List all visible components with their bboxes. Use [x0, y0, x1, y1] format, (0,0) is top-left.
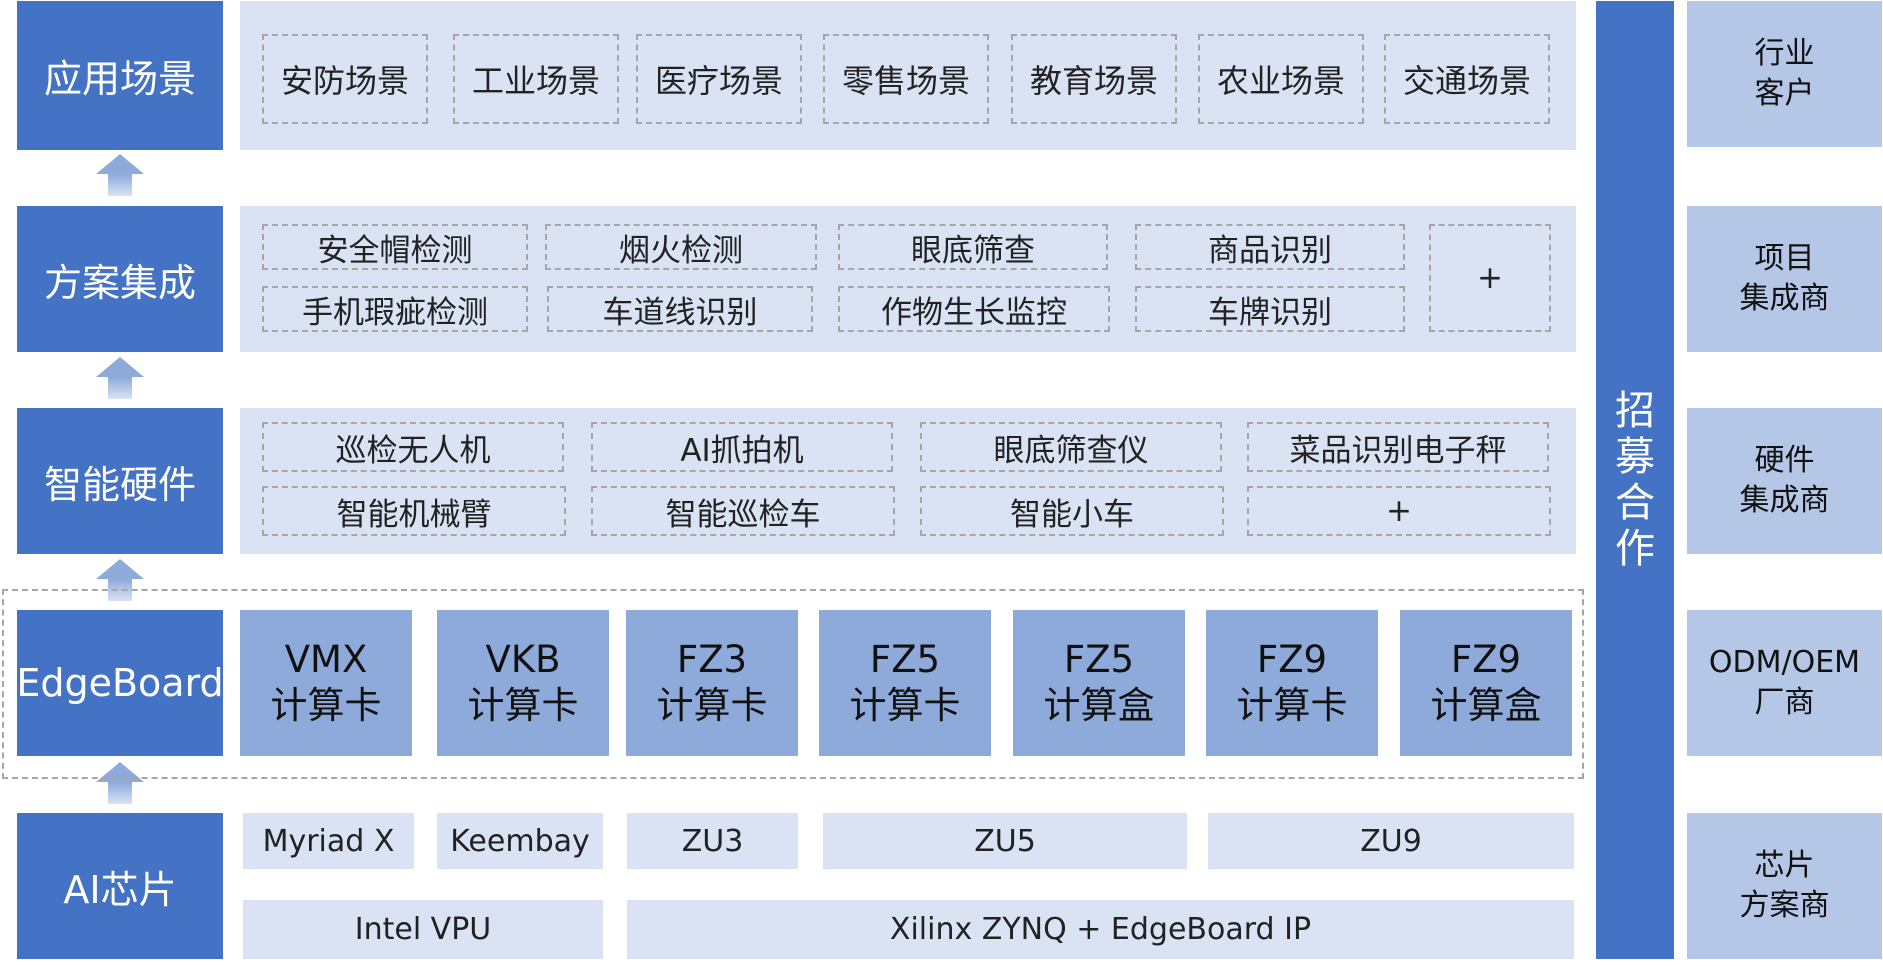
partner-hardware-integrator: 硬件集成商: [1687, 408, 1882, 554]
solutions-panel: 安全帽检测 烟火检测 眼底筛查 商品识别 手机瑕疵检测 车道线识别 作物生长监控…: [240, 206, 1576, 352]
hardware-item: 智能巡检车: [591, 486, 895, 536]
scenes-panel: 安防场景 工业场景 医疗场景 零售场景 教育场景 农业场景 交通场景: [240, 1, 1576, 150]
recruit-cooperation-bar: 招 募 合 作: [1596, 1, 1674, 959]
solution-more: +: [1429, 224, 1551, 332]
board-type: 计算盒: [1043, 684, 1155, 727]
recruit-char: 作: [1615, 526, 1655, 572]
partner-odm-oem: ODM/OEM 厂商: [1687, 610, 1882, 756]
recruit-char: 招: [1615, 388, 1655, 434]
recruit-char: 合: [1615, 480, 1655, 526]
partner-line: 方案商: [1739, 888, 1830, 923]
up-arrow-icon: [96, 357, 144, 399]
partner-chip-vendor: 芯片方案商: [1687, 813, 1882, 959]
chip-platform: Xilinx ZYNQ + EdgeBoard IP: [627, 900, 1574, 959]
layer-ai-chip: AI芯片: [17, 813, 223, 959]
layer-solution: 方案集成: [17, 206, 223, 352]
layer-application: 应用场景: [17, 1, 223, 150]
chip-item: Myriad X: [243, 813, 414, 869]
hardware-panel: 巡检无人机 AI抓拍机 眼底筛查仪 菜品识别电子秤 智能机械臂 智能巡检车 智能…: [240, 408, 1576, 554]
recruit-char: 募: [1615, 434, 1655, 480]
partner-line: 项目: [1754, 241, 1815, 276]
chip-item: Keembay: [437, 813, 603, 869]
board-type: 计算卡: [656, 684, 768, 727]
hardware-item: +: [1247, 486, 1551, 536]
hardware-item: 眼底筛查仪: [920, 422, 1222, 472]
hardware-item: 智能机械臂: [262, 486, 566, 536]
scene-item: 农业场景: [1198, 34, 1364, 124]
board-name: FZ5: [1063, 638, 1135, 681]
partner-line: 硬件: [1754, 443, 1815, 478]
board-name: VMX: [284, 638, 368, 681]
solution-item: 作物生长监控: [838, 286, 1110, 332]
board-type: 计算卡: [849, 684, 961, 727]
layer-hardware: 智能硬件: [17, 408, 223, 554]
board-type: 计算卡: [1236, 684, 1348, 727]
hardware-item: 菜品识别电子秤: [1247, 422, 1549, 472]
board-name: FZ9: [1256, 638, 1328, 681]
partner-industry-customer: 行业客户: [1687, 1, 1882, 147]
partner-line: 集成商: [1739, 281, 1830, 316]
board-name: FZ9: [1450, 638, 1522, 681]
solution-item: 商品识别: [1135, 224, 1405, 270]
solution-item: 安全帽检测: [262, 224, 528, 270]
scene-item: 教育场景: [1011, 34, 1177, 124]
scene-item: 工业场景: [453, 34, 619, 124]
partner-line: 行业: [1754, 36, 1815, 71]
scene-item: 医疗场景: [636, 34, 802, 124]
edgeboard-outline: [2, 589, 1584, 779]
partner-project-integrator: 项目集成商: [1687, 206, 1882, 352]
partner-line: 芯片: [1754, 848, 1815, 883]
hardware-item: 智能小车: [920, 486, 1224, 536]
solution-item: 车牌识别: [1135, 286, 1405, 332]
chip-item: ZU5: [823, 813, 1187, 869]
solution-item: 烟火检测: [545, 224, 817, 270]
solution-item: 手机瑕疵检测: [262, 286, 528, 332]
scene-item: 交通场景: [1384, 34, 1550, 124]
partner-line: ODM/OEM: [1708, 645, 1861, 680]
up-arrow-icon: [96, 154, 144, 196]
board-type: 计算卡: [467, 684, 579, 727]
hardware-item: 巡检无人机: [262, 422, 564, 472]
chip-item: ZU9: [1208, 813, 1574, 869]
partner-line: 厂商: [1754, 685, 1815, 720]
board-name: FZ3: [676, 638, 748, 681]
board-name: FZ5: [869, 638, 941, 681]
partner-line: 集成商: [1739, 483, 1830, 518]
layer-edgeboard: EdgeBoard: [16, 610, 224, 756]
solution-item: 车道线识别: [547, 286, 813, 332]
scene-item: 零售场景: [823, 34, 989, 124]
scene-item: 安防场景: [262, 34, 428, 124]
chip-item: ZU3: [627, 813, 798, 869]
board-type: 计算卡: [270, 684, 382, 727]
partner-line: 客户: [1754, 76, 1815, 111]
board-name: VKB: [485, 638, 561, 681]
board-type: 计算盒: [1430, 684, 1542, 727]
chip-platform: Intel VPU: [243, 900, 603, 959]
hardware-item: AI抓拍机: [591, 422, 893, 472]
solution-item: 眼底筛查: [838, 224, 1108, 270]
